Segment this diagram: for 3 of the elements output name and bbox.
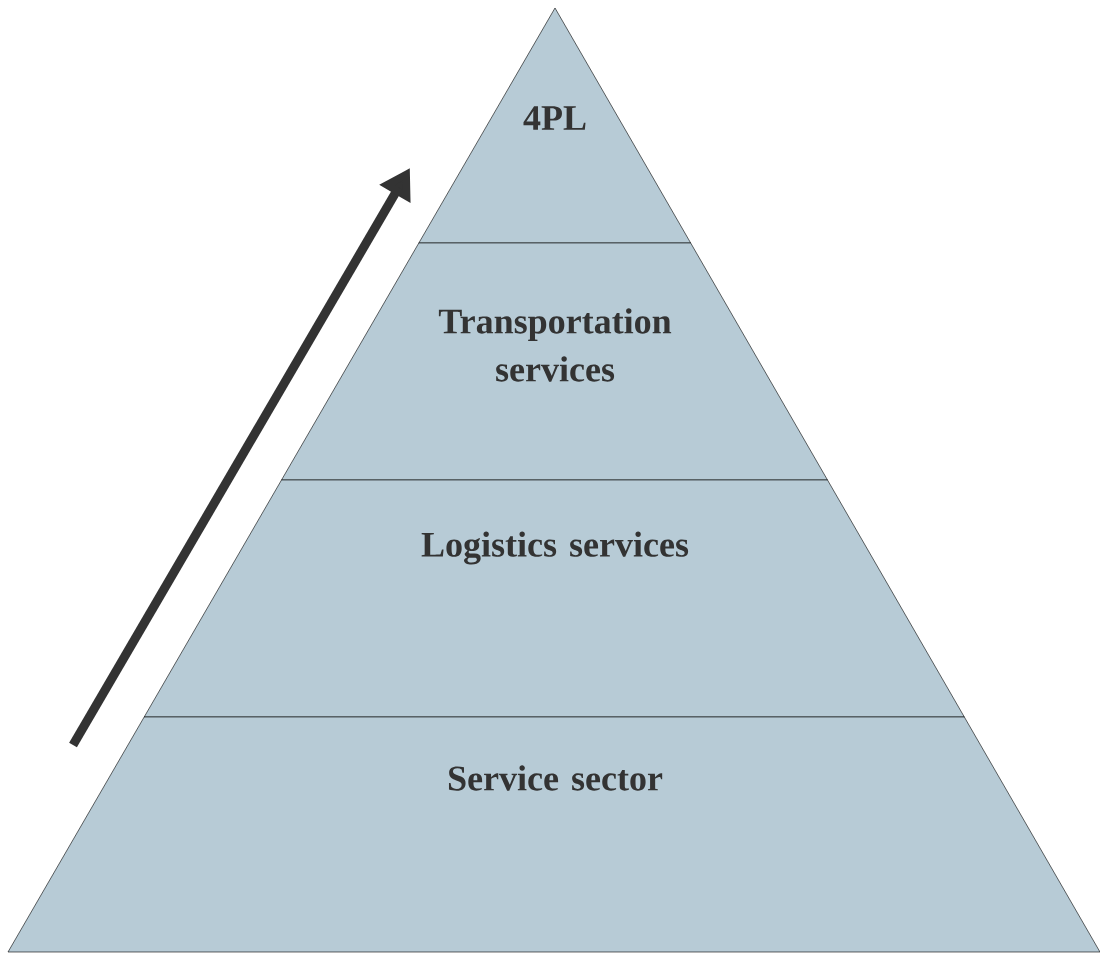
pyramid-level: Logistics services [143,479,965,718]
pyramid-level: Service sector [7,716,1100,953]
pyramid-level: 4PL [418,7,691,244]
